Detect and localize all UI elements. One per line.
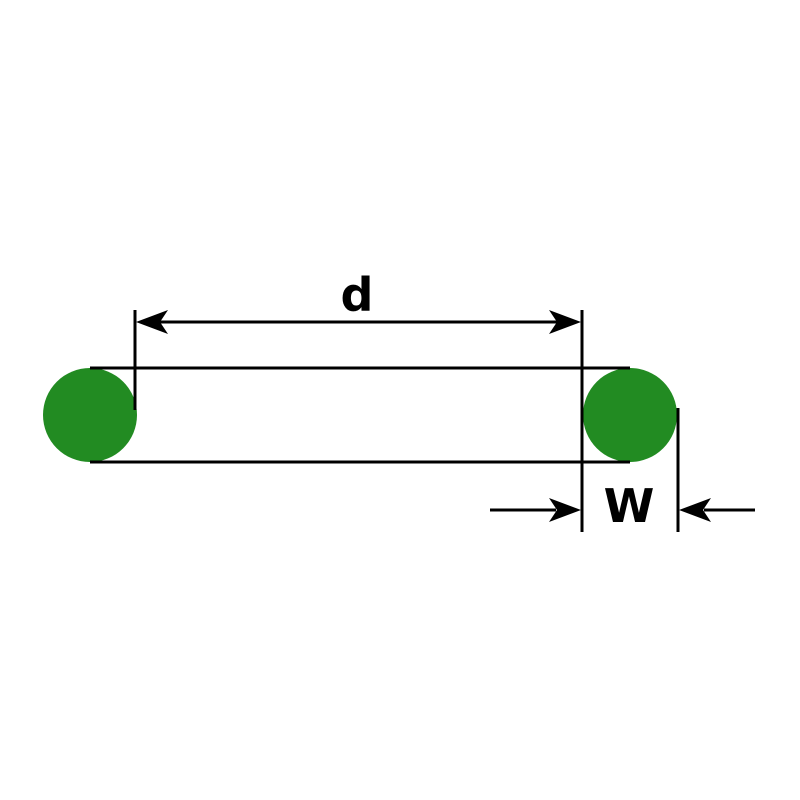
w-arrowhead-left-icon xyxy=(549,498,581,522)
left-oring-cross-section-circle xyxy=(43,368,137,462)
d-arrowhead-right-icon xyxy=(549,310,581,334)
w-arrowhead-right-icon xyxy=(679,498,711,522)
d-arrowhead-left-icon xyxy=(136,310,168,334)
inner-diameter-label: d xyxy=(341,268,374,322)
right-oring-cross-section-circle xyxy=(583,368,677,462)
cross-section-width-label: W xyxy=(604,479,655,533)
